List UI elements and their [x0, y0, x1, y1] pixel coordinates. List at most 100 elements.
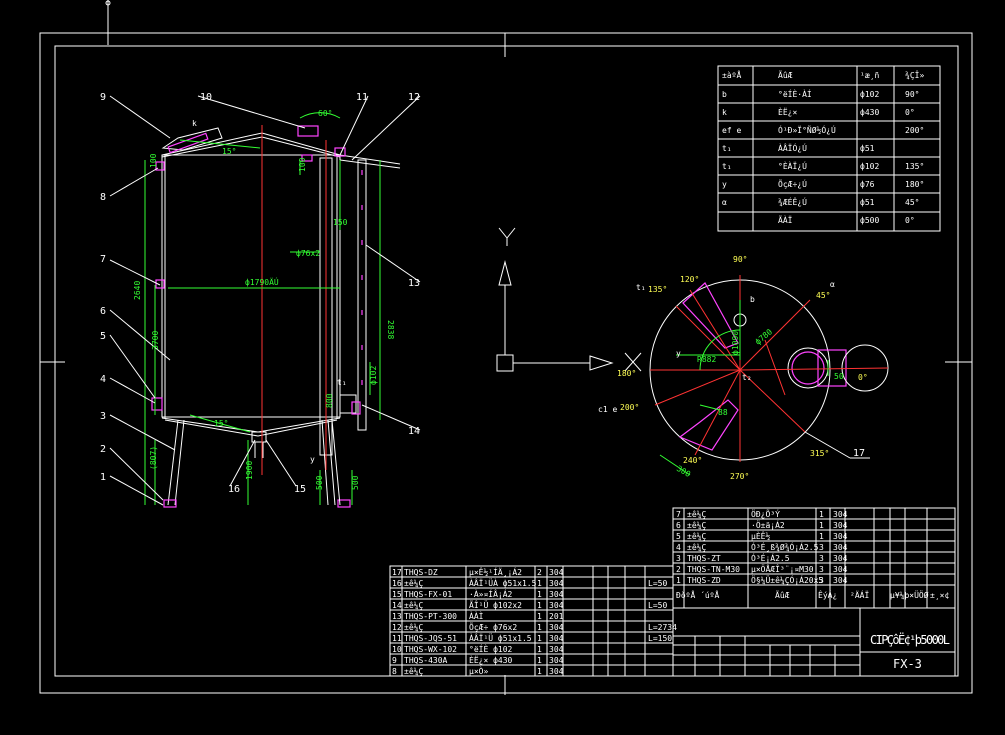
nozzle-table-cell: 0° [905, 108, 915, 117]
parts-left-cell: 16 [392, 579, 402, 588]
leader-13: 13 [408, 278, 420, 289]
parts-right-cell: 304 [833, 510, 848, 519]
label-k: k [192, 119, 197, 128]
parts-left-cell: 304 [549, 590, 564, 599]
nozzle-table-cell: ф102 [860, 90, 879, 99]
leader-1: 1 [100, 472, 106, 483]
nozzle-table-cell: t₁ [722, 162, 732, 171]
plan-y: y [676, 349, 681, 358]
parts-left-cell: ÕçÆ÷ ф76x2 [469, 621, 517, 632]
parts-right-header: ´úºÅ [700, 589, 719, 600]
nozzle-table-cell: 200° [905, 126, 924, 135]
parts-left-cell: ±ê¼Ç [404, 622, 423, 632]
leader-16: 16 [228, 484, 240, 495]
parts-left-cell: 304 [549, 656, 564, 665]
parts-left-cell: 1 [537, 601, 542, 610]
angle-180: 180° [617, 369, 636, 378]
leader-6: 6 [100, 306, 106, 317]
parts-left-cell: 10 [392, 645, 402, 654]
parts-left-cell: 304 [549, 579, 564, 588]
plan-leader-17: 17 [853, 448, 865, 459]
parts-left-cell: ÀÀÌ [469, 610, 484, 621]
parts-left-cell: THQS-430A [404, 656, 448, 665]
nozzle-table-cell: ef e [722, 126, 741, 135]
parts-left-cell: THQS-FX-01 [404, 590, 452, 599]
parts-left-cell: 15 [392, 590, 402, 599]
nozzle-header-cell: ¹æ¸ñ [860, 71, 879, 80]
nozzle-table-cell: 0° [905, 216, 915, 225]
dim-300: 300 [675, 464, 692, 479]
dim-500-a: 500 [315, 475, 324, 490]
dim-1900: 1900 [245, 461, 254, 480]
angle-90: 90° [733, 255, 747, 264]
parts-right-cell: 3 [819, 543, 824, 552]
parts-left-cell: ÃÎ¹Ü ф102x2 [469, 599, 522, 610]
parts-right-cell: 304 [833, 554, 848, 563]
parts-right-cell: 5 [676, 532, 681, 541]
parts-right-cell: 304 [833, 565, 848, 574]
drawing-number: FX-3 [893, 657, 922, 671]
parts-left-cell: 1 [537, 579, 542, 588]
parts-left-cell: THQS-PT-300 [404, 612, 457, 621]
parts-right-cell: 7 [676, 510, 681, 519]
dim-1090: ф1090 [731, 331, 740, 355]
parts-right-cell: 3 [676, 554, 681, 563]
dim-15-bottom: 15° [214, 419, 228, 428]
parts-left-cell: 17 [392, 568, 402, 577]
parts-left-cell: 1 [537, 590, 542, 599]
leader-7: 7 [100, 254, 106, 265]
parts-left-cell: 11 [392, 634, 402, 643]
parts-right-cell: 3 [819, 554, 824, 563]
parts-left-cell: 1 [537, 612, 542, 621]
nozzle-header-cell: ÃûÆ [778, 70, 793, 80]
parts-right-cell: 4 [676, 543, 681, 552]
crop-marks [40, 0, 972, 695]
parts-left-cell: 304 [549, 667, 564, 676]
nozzle-table-cell: ÈË¿× [778, 106, 797, 117]
leader-14: 14 [408, 426, 420, 437]
parts-left-cell: 8 [392, 667, 397, 676]
parts-left-cell: L=50 [648, 579, 667, 588]
leader-4: 4 [100, 374, 106, 385]
dim-3700: 3700 [151, 331, 160, 350]
parts-left-cell: THQS-WX-102 [404, 645, 457, 654]
leader-10: 10 [200, 92, 212, 103]
parts-left-cell: L=150 [648, 634, 672, 643]
parts-left-cell: 13 [392, 612, 402, 621]
parts-right-cell: 304 [833, 521, 848, 530]
parts-right-cell: 3 [819, 576, 824, 585]
parts-right-cell: 1 [819, 521, 824, 530]
dim-807: (807) [149, 446, 158, 470]
leader-2: 2 [100, 444, 106, 455]
angle-0: 0° [858, 373, 868, 382]
dim-76x2: ф76x2 [296, 249, 320, 258]
nozzle-header-cell: ¾ÇÎ» [905, 69, 924, 80]
plan-t2: t₂ [742, 373, 752, 382]
dim-15-top: 15° [222, 147, 236, 156]
leader-5: 5 [100, 331, 106, 342]
parts-left-cell: ÀÂÏ¹Ü ф51x1.5 [469, 632, 532, 643]
dim-500-b: 500 [351, 475, 360, 490]
parts-right-cell: 1 [676, 576, 681, 585]
nozzle-table-cell: ÃÀÏ [778, 214, 793, 225]
parts-right-header: ÐòºÅ [676, 589, 695, 600]
parts-right-cell: ·Ö±ä¡Á2 [751, 519, 785, 530]
parts-left-cell: µ×Ò» [469, 665, 488, 676]
dim-50: 50 [834, 372, 844, 381]
dim-88: 88 [718, 408, 728, 417]
dim-102: ф102 [369, 366, 378, 385]
parts-left-cell: 14 [392, 601, 402, 610]
parts-left-cell: ±ê¼Ç [404, 600, 423, 610]
nozzle-table-cell: ÕçÆ÷¿Ú [778, 178, 807, 189]
nozzle-table-cell: ф51 [860, 198, 875, 207]
nozzle-table-cell: 135° [905, 162, 924, 171]
dim-100-a: 100 [149, 153, 158, 168]
nozzle-table-cell: 90° [905, 90, 919, 99]
parts-left-cell: 1 [537, 623, 542, 632]
dim-780: ф780 [754, 327, 775, 346]
nozzle-table-cell: k [722, 108, 727, 117]
dim-60: 60° [318, 109, 332, 118]
parts-left-cell: L=2734 [648, 623, 677, 632]
parts-right-cell: 304 [833, 532, 848, 541]
parts-right-cell: ±ê¼Ç [687, 542, 706, 552]
